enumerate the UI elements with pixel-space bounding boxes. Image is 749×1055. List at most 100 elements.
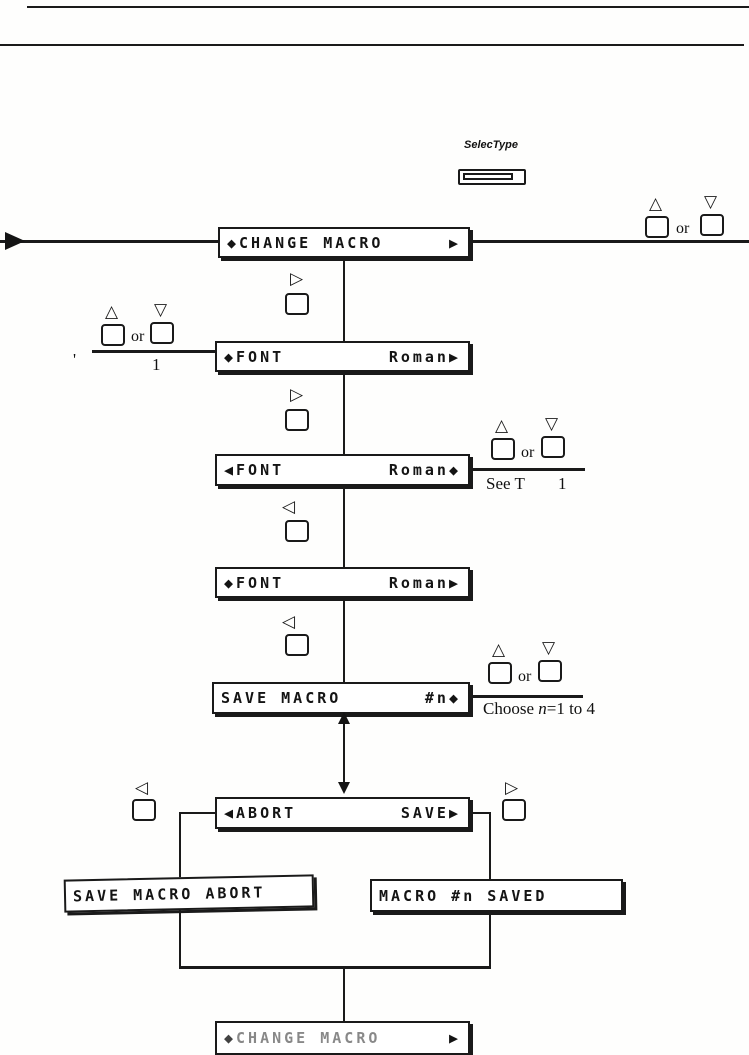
lcd-value: Roman: [388, 573, 449, 592]
left-arrow-icon: ◀: [224, 804, 237, 822]
left-triangle-icon: ◁: [282, 497, 296, 517]
right-triangle-icon: ▷: [290, 269, 304, 289]
lcd-label: FONT: [236, 347, 285, 366]
up-key: [101, 324, 125, 346]
selectype-label: SelecType: [464, 139, 519, 151]
right-triangle-icon: ▷: [505, 778, 519, 798]
lcd-value: Roman: [388, 461, 449, 479]
up-triangle-icon: △: [495, 416, 509, 436]
connector-line: [489, 912, 491, 968]
down-key: [538, 660, 562, 682]
connector-line: [489, 812, 491, 880]
see-table-label: See T: [486, 474, 525, 493]
down-key: [150, 322, 174, 344]
right-key: [502, 799, 526, 821]
choose-n-label: Choose n=1 to 4: [483, 699, 596, 718]
connector-line: [343, 371, 345, 455]
or-label: or: [518, 668, 532, 685]
down-triangle-icon: ▽: [704, 192, 718, 212]
lcd-label: SAVE MACRO: [221, 689, 342, 707]
updown-indicator-icon: ◆: [224, 573, 237, 592]
updown-indicator-icon: ◆: [224, 347, 237, 366]
or-label: or: [131, 328, 145, 345]
lcd-font-updown-2: ◆FONT Roman▶: [215, 567, 470, 598]
connector-line: [343, 257, 345, 343]
variable-n: n: [538, 699, 547, 718]
down-key: [700, 214, 724, 236]
right-arrow-icon: ▶: [448, 1029, 461, 1047]
selectype-key-top-icon: [463, 173, 513, 180]
down-arrowhead-icon: [338, 782, 350, 794]
left-triangle-icon: ◁: [135, 778, 149, 798]
connector-line: [343, 596, 345, 684]
left-key: [132, 799, 156, 821]
connector-line: [343, 484, 345, 568]
key-underline: [469, 695, 583, 698]
left-arrow-icon: ◀: [224, 461, 237, 479]
up-triangle-icon: △: [492, 640, 506, 660]
lcd-value: SAVE: [400, 804, 449, 822]
up-triangle-icon: △: [649, 194, 663, 214]
right-triangle-icon: ▷: [290, 385, 304, 405]
or-label: or: [676, 220, 690, 237]
connector-line: [343, 966, 345, 1022]
right-arrow-icon: ▶: [448, 347, 461, 366]
selectype-key: [458, 169, 526, 185]
down-triangle-icon: ▽: [545, 414, 559, 434]
lcd-label: ABORT: [236, 804, 297, 822]
connector-line: [179, 966, 491, 969]
right-key: [285, 293, 309, 315]
key-underline: [469, 468, 585, 471]
connector-line: [180, 812, 215, 814]
lcd-label: FONT: [236, 573, 285, 592]
flow-line: [468, 240, 749, 243]
lcd-abort-save: ◀ABORT SAVE▶: [215, 797, 470, 829]
flow-line: [0, 240, 219, 243]
updown-indicator-icon: ◆: [448, 461, 461, 479]
right-arrow-icon: ▶: [448, 804, 461, 822]
lcd-label: CHANGE MACRO: [236, 1029, 381, 1047]
lcd-save-macro-abort: SAVE MACRO ABORT: [63, 874, 315, 913]
lcd-label: CHANGE MACRO: [239, 233, 384, 252]
lcd-save-macro: SAVE MACRO #n◆: [212, 682, 470, 714]
lcd-label: FONT: [236, 461, 285, 479]
connector-line: [179, 812, 181, 878]
lcd-font-updown: ◆FONT Roman▶: [215, 341, 470, 372]
see-table-number: 1: [558, 474, 567, 493]
lcd-change-macro-bottom: ◆CHANGE MACRO ▶: [215, 1021, 470, 1055]
table-number-label: 1: [152, 355, 161, 374]
lcd-label: MACRO #n SAVED: [379, 886, 548, 905]
up-key: [491, 438, 515, 460]
lcd-value: Roman: [388, 347, 449, 366]
up-triangle-icon: △: [105, 302, 119, 322]
lcd-label: SAVE MACRO ABORT: [72, 882, 266, 905]
connector-line: [179, 910, 181, 968]
right-arrow-icon: ▶: [448, 233, 461, 252]
top-rule: [27, 6, 749, 8]
lcd-macro-saved: MACRO #n SAVED: [370, 879, 623, 912]
right-arrow-icon: ▶: [448, 573, 461, 592]
updown-indicator-icon: ◆: [448, 689, 461, 707]
right-key: [285, 409, 309, 431]
updown-indicator-icon: ◆: [224, 1029, 237, 1047]
down-triangle-icon: ▽: [154, 300, 168, 320]
key-underline: [92, 350, 215, 353]
down-triangle-icon: ▽: [542, 638, 556, 658]
up-key: [645, 216, 669, 238]
up-arrowhead-icon: [338, 712, 350, 724]
lcd-font-active: ◀FONT Roman◆: [215, 454, 470, 486]
updown-indicator-icon: ◆: [227, 233, 240, 252]
up-key: [488, 662, 512, 684]
stray-mark: ': [73, 350, 77, 369]
or-label: or: [521, 444, 535, 461]
lcd-value: #n: [424, 689, 449, 707]
left-triangle-icon: ◁: [282, 612, 296, 632]
lcd-change-macro-top: ◆CHANGE MACRO ▶: [218, 227, 470, 258]
left-key: [285, 634, 309, 656]
connector-line: [343, 722, 345, 784]
flow-arrowhead-icon: [5, 232, 25, 250]
left-key: [285, 520, 309, 542]
down-key: [541, 436, 565, 458]
second-rule: [0, 44, 744, 46]
